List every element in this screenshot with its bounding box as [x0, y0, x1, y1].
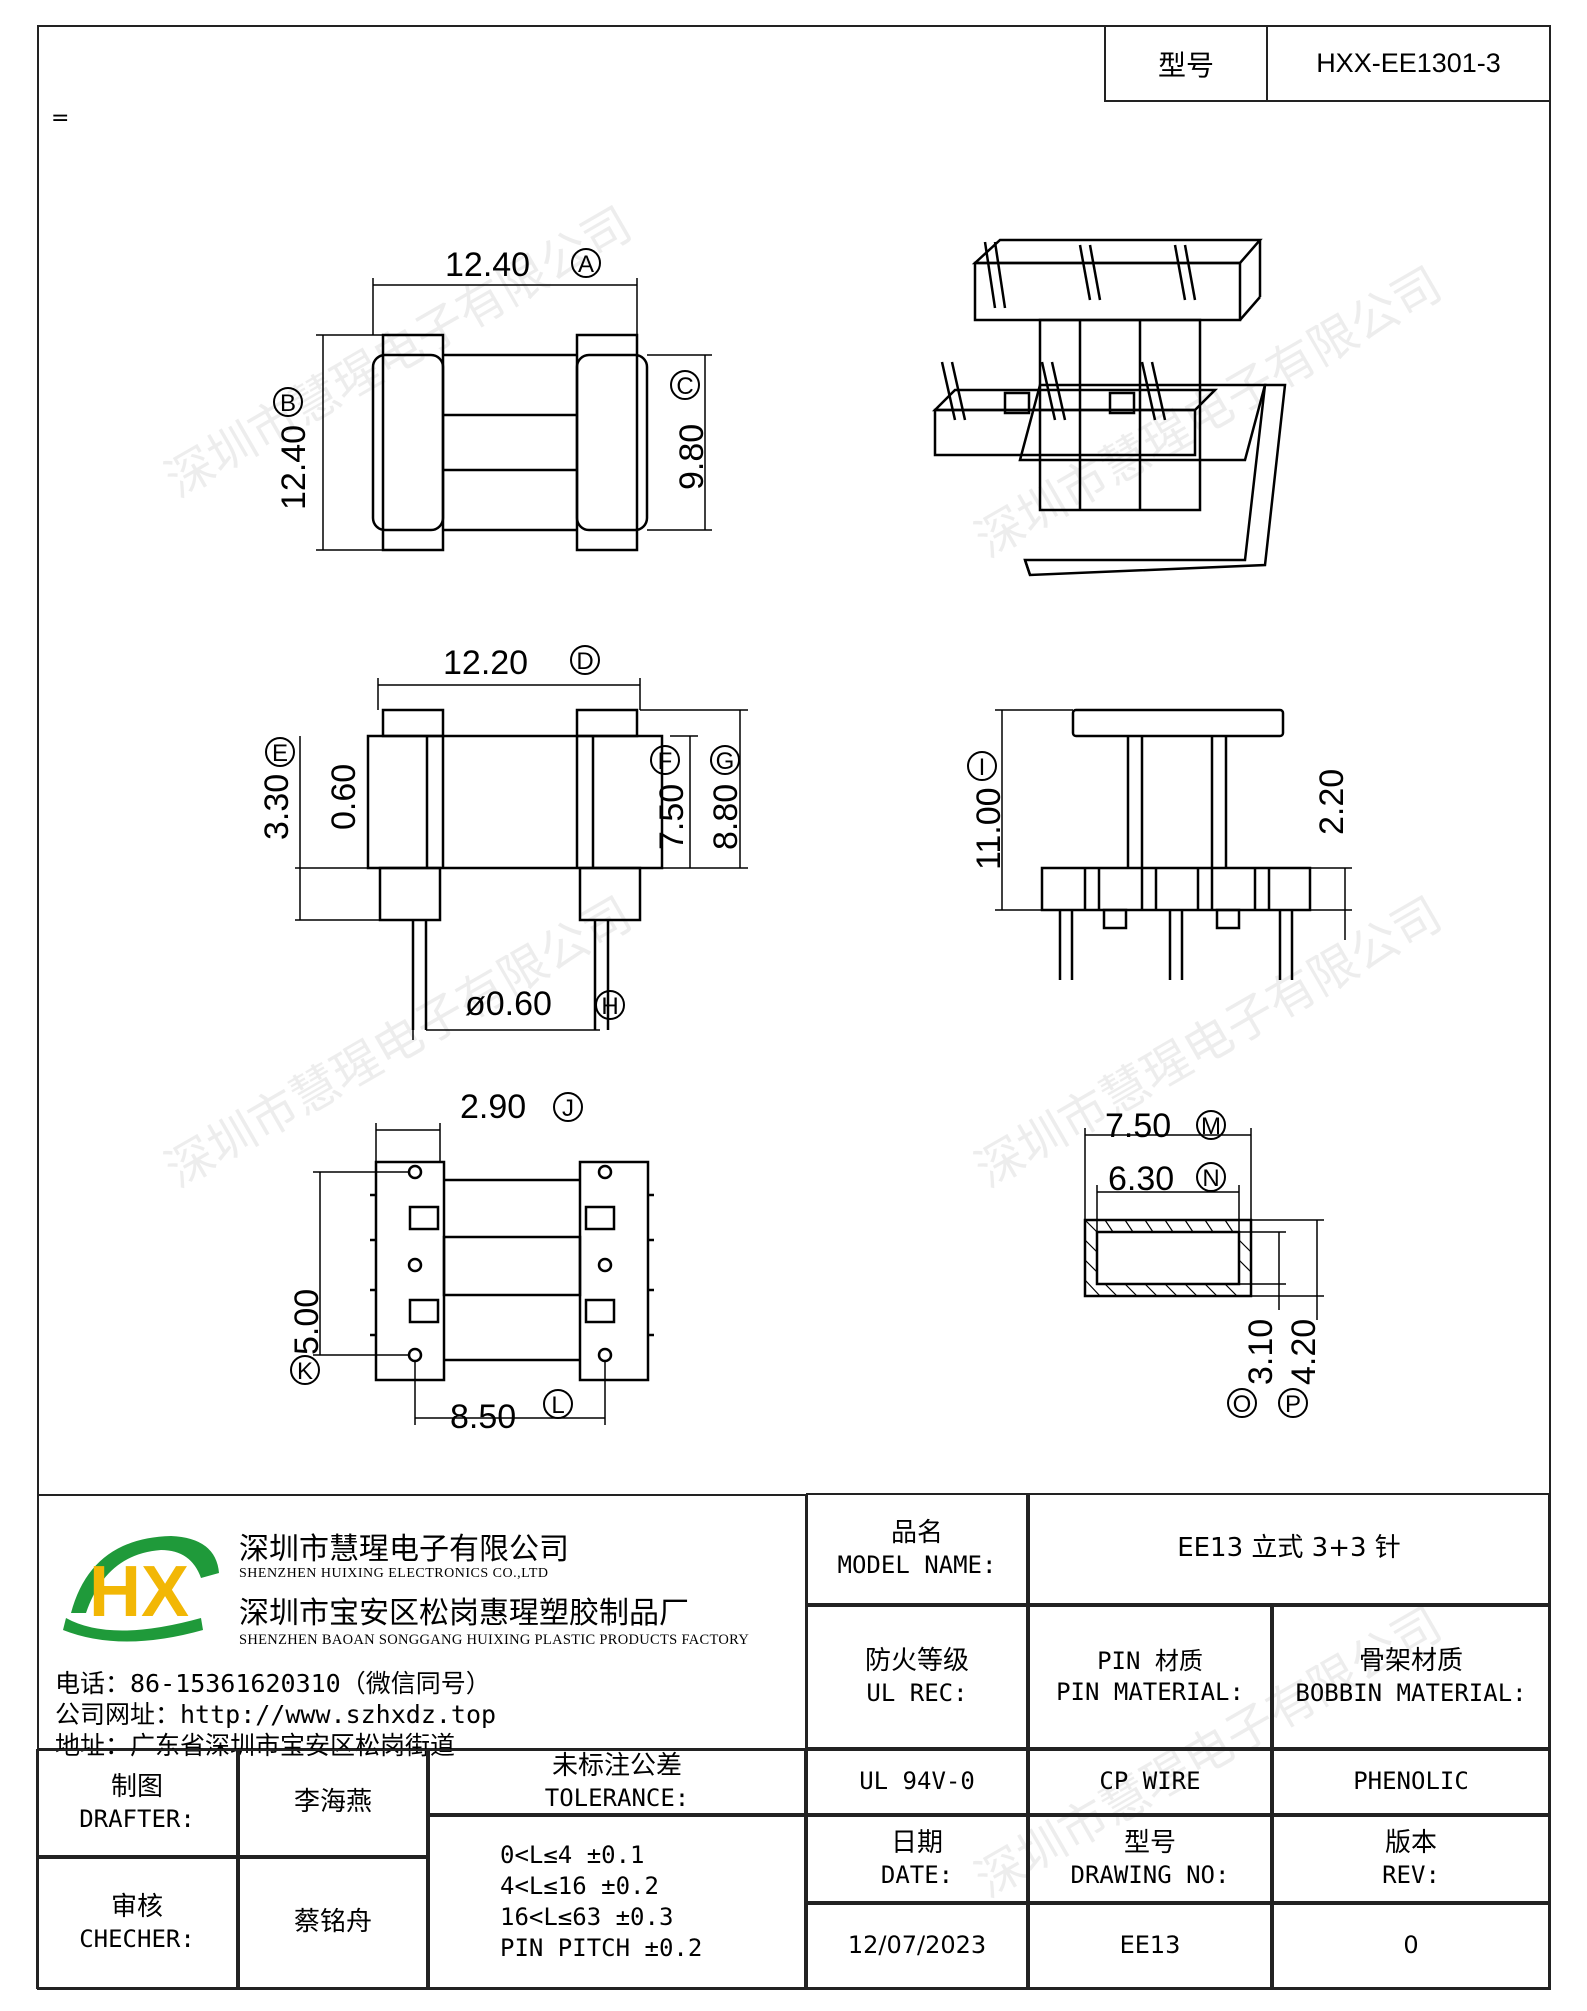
ref-m: M	[1201, 1113, 1221, 1140]
website: 公司网址：http://www.szhxdz.top	[55, 1700, 497, 1729]
equals-mark: =	[51, 106, 70, 131]
drawing-no-value: EE13	[1028, 1903, 1272, 1989]
dim-j-value: 2.90	[460, 1088, 526, 1126]
rev-value: 0	[1272, 1903, 1550, 1989]
ref-j: J	[562, 1095, 574, 1122]
drafter-name: 李海燕	[238, 1749, 428, 1857]
dim-e2-value: 0.60	[325, 764, 363, 830]
phone: 电话：86-15361620310（微信同号）	[55, 1669, 491, 1698]
dim-i2-value: 2.20	[1313, 769, 1351, 835]
company-info: HX 深圳市慧瑆电子有限公司 SHENZHEN HUIXING ELECTRON…	[37, 1494, 807, 1760]
ref-f: F	[658, 748, 673, 775]
technical-drawing: 12.40 12.40 9.80 12.20 3.30 0.60 7.50 8.…	[258, 238, 1352, 1436]
dim-m-value: 7.50	[1105, 1107, 1171, 1145]
bobbin-material-value: PHENOLIC	[1272, 1749, 1550, 1815]
company-logo: HX	[63, 1536, 219, 1642]
dim-n-value: 6.30	[1108, 1160, 1174, 1198]
tolerance-row: 16<L≤63 ±0.3	[500, 1903, 674, 1931]
ref-g: G	[716, 748, 735, 775]
model-key: 型号	[1106, 27, 1268, 100]
dim-k-value: 5.00	[288, 1289, 326, 1355]
iso-view	[931, 238, 1287, 577]
dim-p-value: 4.20	[1285, 1319, 1323, 1385]
bottom-view	[290, 1092, 654, 1425]
factory-name-en: SHENZHEN BAOAN SONGGANG HUIXING PLASTIC …	[239, 1632, 750, 1648]
dim-o-value: 3.10	[1242, 1319, 1280, 1385]
reference-letters: A B C D E F G H I J K L M N O P	[272, 251, 1301, 1419]
dim-l-value: 8.50	[450, 1398, 516, 1436]
drawing-frame	[37, 25, 1551, 1990]
ref-l: L	[551, 1392, 564, 1419]
ref-a: A	[578, 251, 594, 278]
tolerance-row: 4<L≤16 ±0.2	[500, 1871, 659, 1900]
pin-material-value: CP WIRE	[1028, 1749, 1272, 1815]
title-block: HX 深圳市慧瑆电子有限公司 SHENZHEN HUIXING ELECTRON…	[36, 1493, 1551, 1990]
ref-c: C	[676, 373, 693, 400]
dim-g-value: 8.80	[707, 784, 745, 850]
dim-c-value: 9.80	[673, 424, 711, 490]
date-value: 12/07/2023	[806, 1903, 1028, 1989]
section-view	[1083, 1110, 1324, 1418]
dim-f-value: 7.50	[653, 784, 691, 850]
tolerance-table: 0<L≤4 ±0.1 4<L≤16 ±0.2 16<L≤63 ±0.3 PIN …	[428, 1815, 806, 1989]
dim-e-value: 3.30	[258, 774, 296, 840]
company-name-cn: 深圳市慧瑆电子有限公司	[239, 1532, 569, 1567]
ref-i: I	[979, 754, 986, 781]
ref-o: O	[1233, 1391, 1252, 1418]
ref-e: E	[272, 740, 288, 767]
ref-h: H	[601, 993, 618, 1020]
tolerance-row: 0<L≤4 ±0.1	[500, 1840, 645, 1869]
model-number-box: 型号 HXX-EE1301-3	[1104, 25, 1551, 102]
ref-k: K	[297, 1358, 313, 1385]
ul-value: UL 94V-0	[806, 1749, 1028, 1815]
checker-name: 蔡铭舟	[238, 1857, 428, 1989]
factory-name-cn: 深圳市宝安区松岗惠瑆塑胶制品厂	[239, 1596, 689, 1631]
ref-d: D	[576, 648, 593, 675]
side-view	[967, 708, 1352, 980]
ref-b: B	[280, 390, 296, 417]
company-name-en: SHENZHEN HUIXING ELECTRONICS CO.,LTD	[239, 1566, 549, 1581]
dim-h-value: ø0.60	[465, 985, 552, 1023]
dim-a-value: 12.40	[445, 246, 530, 284]
ref-n: N	[1202, 1165, 1219, 1192]
dim-d-value: 12.20	[443, 644, 528, 682]
dim-i-value: 11.00	[970, 787, 1008, 870]
ref-p: P	[1285, 1391, 1301, 1418]
logo-letters: HX	[89, 1552, 189, 1632]
dimension-labels: 12.40 12.40 9.80 12.20 3.30 0.60 7.50 8.…	[258, 246, 1351, 1436]
tolerance-row: PIN PITCH ±0.2	[500, 1934, 703, 1963]
model-value: HXX-EE1301-3	[1316, 48, 1501, 78]
model-name-value: EE13 立式 3+3 针	[1028, 1493, 1550, 1605]
dim-b-value: 12.40	[275, 425, 313, 510]
top-view	[273, 248, 712, 552]
front-view	[265, 645, 748, 1040]
address: 地址：广东省深圳市宝安区松岗街道	[55, 1731, 456, 1760]
